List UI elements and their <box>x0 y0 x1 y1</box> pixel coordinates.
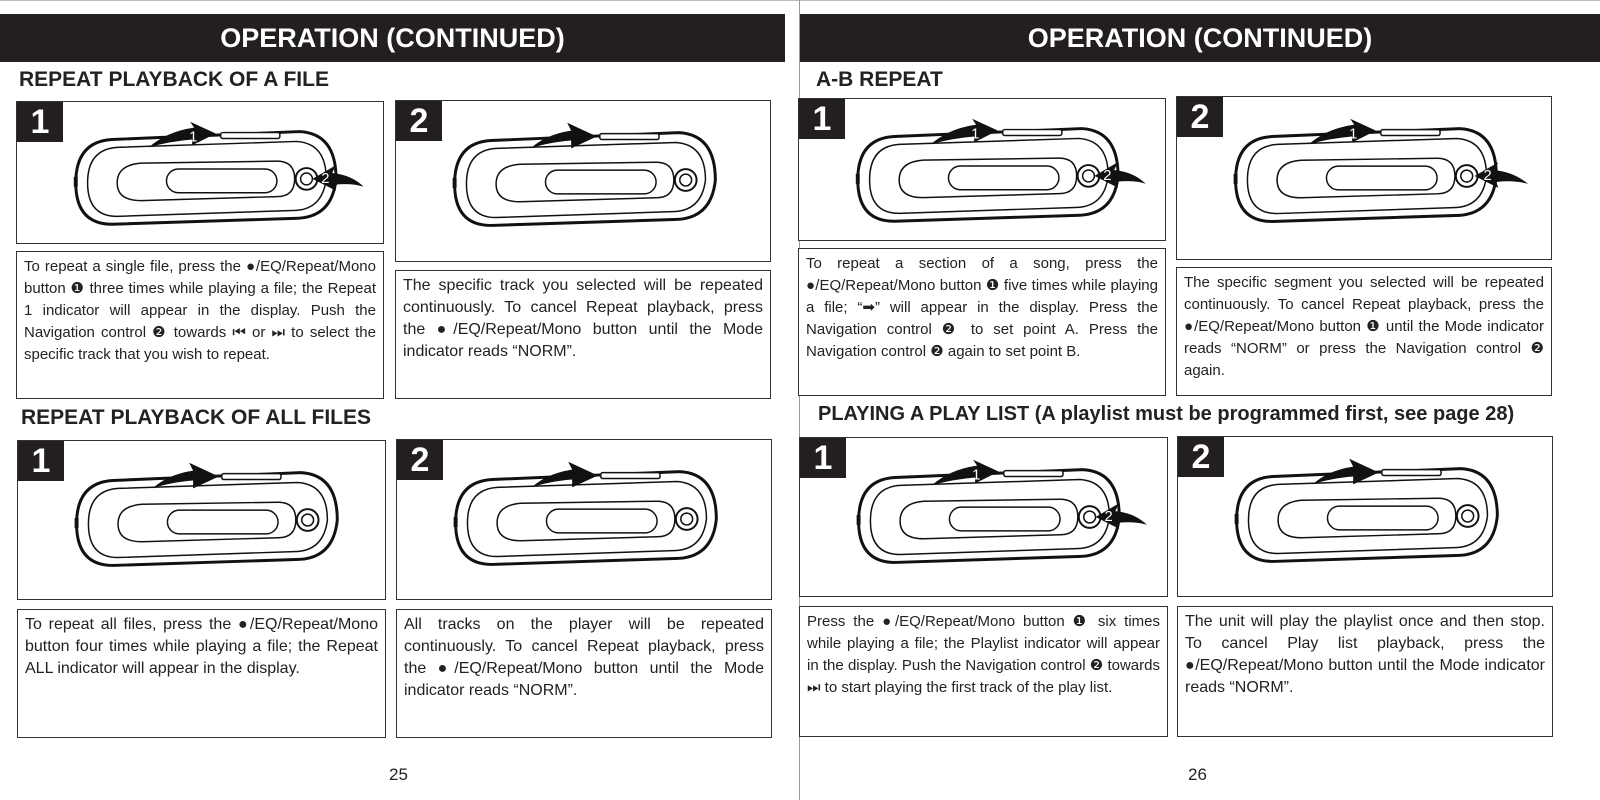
callout-2: 2 <box>1103 168 1111 184</box>
mp3-player-illustration: 1 2 <box>856 459 1147 564</box>
callout-2: 2 <box>321 171 329 187</box>
page-25: OPERATION (CONTINUED) REPEAT PLAYBACK OF… <box>0 0 799 800</box>
top-rule <box>0 0 1600 1</box>
arrow-1 <box>1312 458 1379 485</box>
page-26: OPERATION (CONTINUED) A-B REPEAT 1 1 <box>798 0 1600 800</box>
arrow-2 <box>312 165 364 191</box>
callout-1: 1 <box>972 467 980 483</box>
step-1-instructions: To repeat all files, press the ●/EQ/Repe… <box>17 609 386 738</box>
page-divider <box>799 0 800 800</box>
arrow-2 <box>1474 162 1528 188</box>
step-1-illustration: 1 <box>17 440 386 600</box>
step-number: 1 <box>799 99 845 139</box>
callout-1: 1 <box>1349 126 1357 142</box>
step-1-illustration: 1 1 2 <box>799 437 1168 597</box>
device-body <box>856 468 1121 564</box>
arrow-1 <box>931 459 999 486</box>
callout-2: 2 <box>1104 509 1112 525</box>
step-2-instructions: The specific segment you selected will b… <box>1176 267 1552 396</box>
device-body <box>855 127 1120 223</box>
step-2-instructions: The unit will play the playlist once and… <box>1177 606 1553 737</box>
step-number: 1 <box>18 441 64 481</box>
step-2-instructions: The specific track you selected will be … <box>395 270 771 399</box>
mp3-player-illustration: 1 2 <box>73 121 364 226</box>
device-body <box>74 471 339 567</box>
step-number: 1 <box>800 438 846 478</box>
arrow-1 <box>1308 118 1376 145</box>
step-number: 2 <box>396 101 442 141</box>
mp3-player-illustration <box>1234 458 1499 563</box>
section-title-play-list: PLAYING A PLAY LIST (A playlist must be … <box>818 403 1515 425</box>
step-1-instructions: To repeat a single file, press the ●/EQ/… <box>16 251 384 399</box>
step-2-illustration: 2 <box>1177 436 1553 597</box>
arrow-2 <box>1094 162 1146 188</box>
step-number: 1 <box>17 102 63 142</box>
step-number: 2 <box>1178 437 1224 477</box>
arrow-1 <box>531 461 598 488</box>
section-title-repeat-all: REPEAT PLAYBACK OF ALL FILES <box>21 406 372 429</box>
device-body <box>1234 467 1499 563</box>
step-1-instructions: To repeat a section of a song, press the… <box>798 248 1166 396</box>
device-body <box>1233 127 1498 223</box>
device-body <box>453 470 718 566</box>
callout-1: 1 <box>189 129 197 145</box>
step-1-instructions: Press the ●/EQ/Repeat/Mono button ❶ six … <box>799 606 1168 737</box>
mp3-player-illustration <box>452 122 717 227</box>
arrow-1 <box>930 118 998 145</box>
section-title-ab-repeat: A-B REPEAT <box>816 68 943 91</box>
page-number: 25 <box>389 765 408 784</box>
section-title-repeat-file: REPEAT PLAYBACK OF A FILE <box>19 68 329 91</box>
step-1-illustration: 1 1 2 <box>16 101 384 244</box>
arrow-1 <box>152 462 219 489</box>
step-2-illustration: 2 1 2 <box>1176 96 1552 260</box>
step-number: 2 <box>397 440 443 480</box>
arrow-1 <box>530 122 597 149</box>
device-body <box>73 130 338 226</box>
callout-2: 2 <box>1484 168 1492 184</box>
page-header: OPERATION (CONTINUED) <box>0 14 785 62</box>
page-header: OPERATION (CONTINUED) <box>800 14 1600 62</box>
step-number: 2 <box>1177 97 1223 137</box>
step-2-instructions: All tracks on the player will be repeate… <box>396 609 772 738</box>
arrow-2 <box>1095 503 1147 529</box>
step-2-illustration: 2 <box>396 439 772 600</box>
callout-1: 1 <box>971 126 979 142</box>
page-number: 26 <box>1188 765 1207 784</box>
mp3-player-illustration: 1 2 <box>1233 118 1528 223</box>
mp3-player-illustration: 1 2 <box>855 118 1146 223</box>
step-2-illustration: 2 <box>395 100 771 262</box>
mp3-player-illustration <box>74 462 339 567</box>
arrow-1 <box>148 121 216 148</box>
device-body <box>452 131 717 227</box>
mp3-player-illustration <box>453 461 718 566</box>
step-1-illustration: 1 1 2 <box>798 98 1166 241</box>
